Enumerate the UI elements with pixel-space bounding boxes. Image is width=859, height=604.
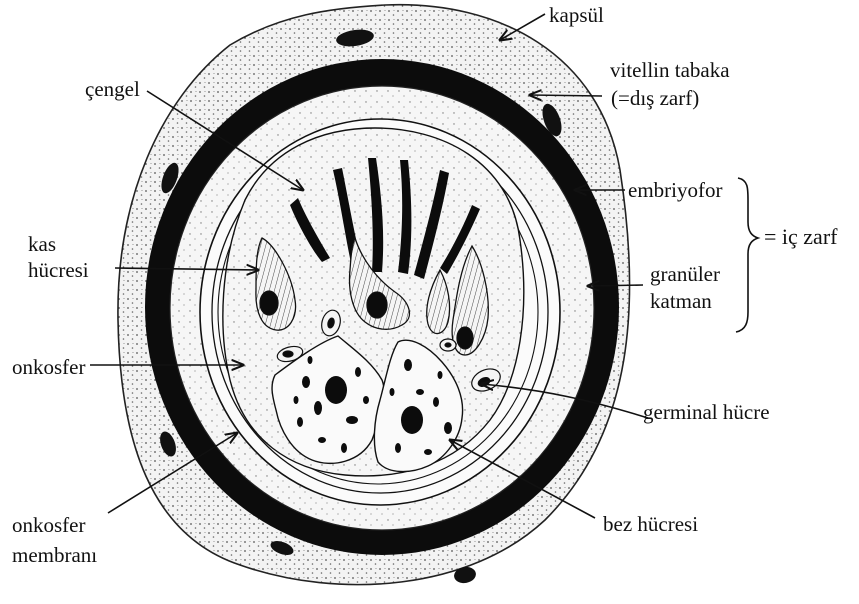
- label-granuler-1: granüler: [650, 262, 720, 286]
- label-cengel: çengel: [85, 77, 140, 101]
- label-embriyofor: embriyofor: [628, 178, 722, 202]
- label-onkosfer: onkosfer: [12, 355, 85, 379]
- arrow-vitellin: [530, 95, 602, 96]
- label-vitellin-1: vitellin tabaka: [610, 58, 730, 82]
- inner-envelope-brace: [736, 178, 758, 332]
- label-vitellin-2: (=dış zarf): [611, 86, 699, 110]
- label-kas-2: hücresi: [28, 258, 89, 282]
- label-bez: bez hücresi: [603, 512, 698, 536]
- label-kapsul: kapsül: [549, 3, 604, 27]
- label-onkosfer-membrani-2: membranı: [12, 543, 97, 567]
- arrow-granuler: [588, 285, 643, 286]
- label-kas-1: kas: [28, 232, 56, 256]
- label-germinal: germinal hücre: [643, 400, 770, 424]
- label-ic-zarf: = iç zarf: [764, 225, 837, 249]
- label-granuler-2: katman: [650, 289, 712, 313]
- label-onkosfer-membrani-1: onkosfer: [12, 513, 85, 537]
